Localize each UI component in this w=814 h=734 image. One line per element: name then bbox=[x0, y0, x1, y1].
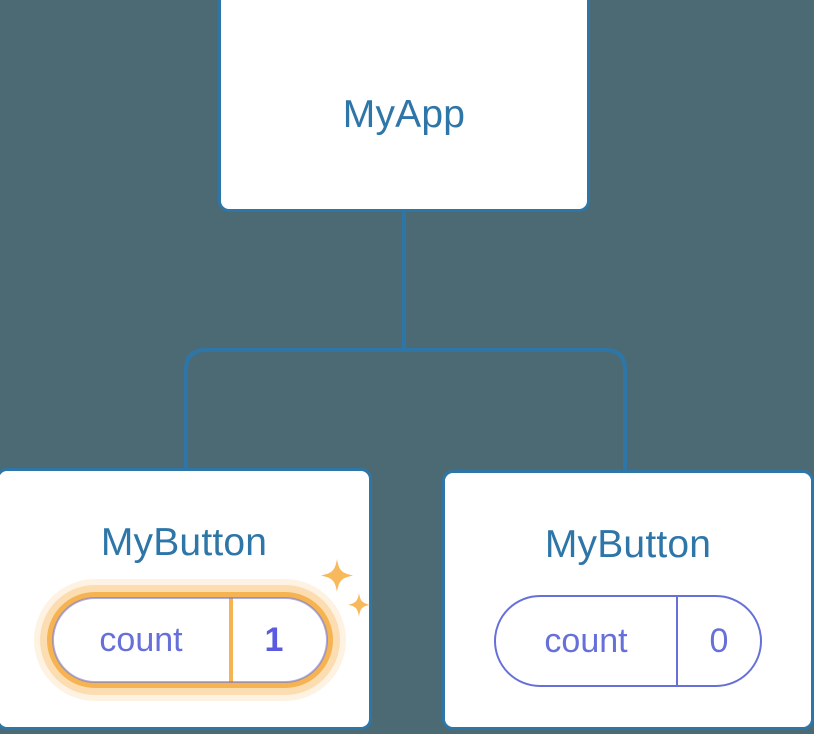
node-myapp[interactable]: MyApp bbox=[218, 0, 590, 212]
state-pill-value-right: 0 bbox=[676, 597, 760, 685]
state-pill-count-right[interactable]: count 0 bbox=[494, 595, 762, 687]
node-myapp-label: MyApp bbox=[342, 93, 466, 136]
connector-branch-right bbox=[404, 348, 627, 472]
state-pill-count-left[interactable]: count 1 bbox=[47, 592, 333, 688]
state-pill-value-left: 1 bbox=[229, 598, 315, 682]
node-mybutton-right-label: MyButton bbox=[544, 523, 712, 566]
state-pill-key-left: count bbox=[99, 621, 183, 659]
node-mybutton-left-label: MyButton bbox=[100, 521, 268, 564]
connector-branch-left bbox=[184, 348, 404, 470]
state-pill-key-right: count bbox=[544, 622, 628, 660]
